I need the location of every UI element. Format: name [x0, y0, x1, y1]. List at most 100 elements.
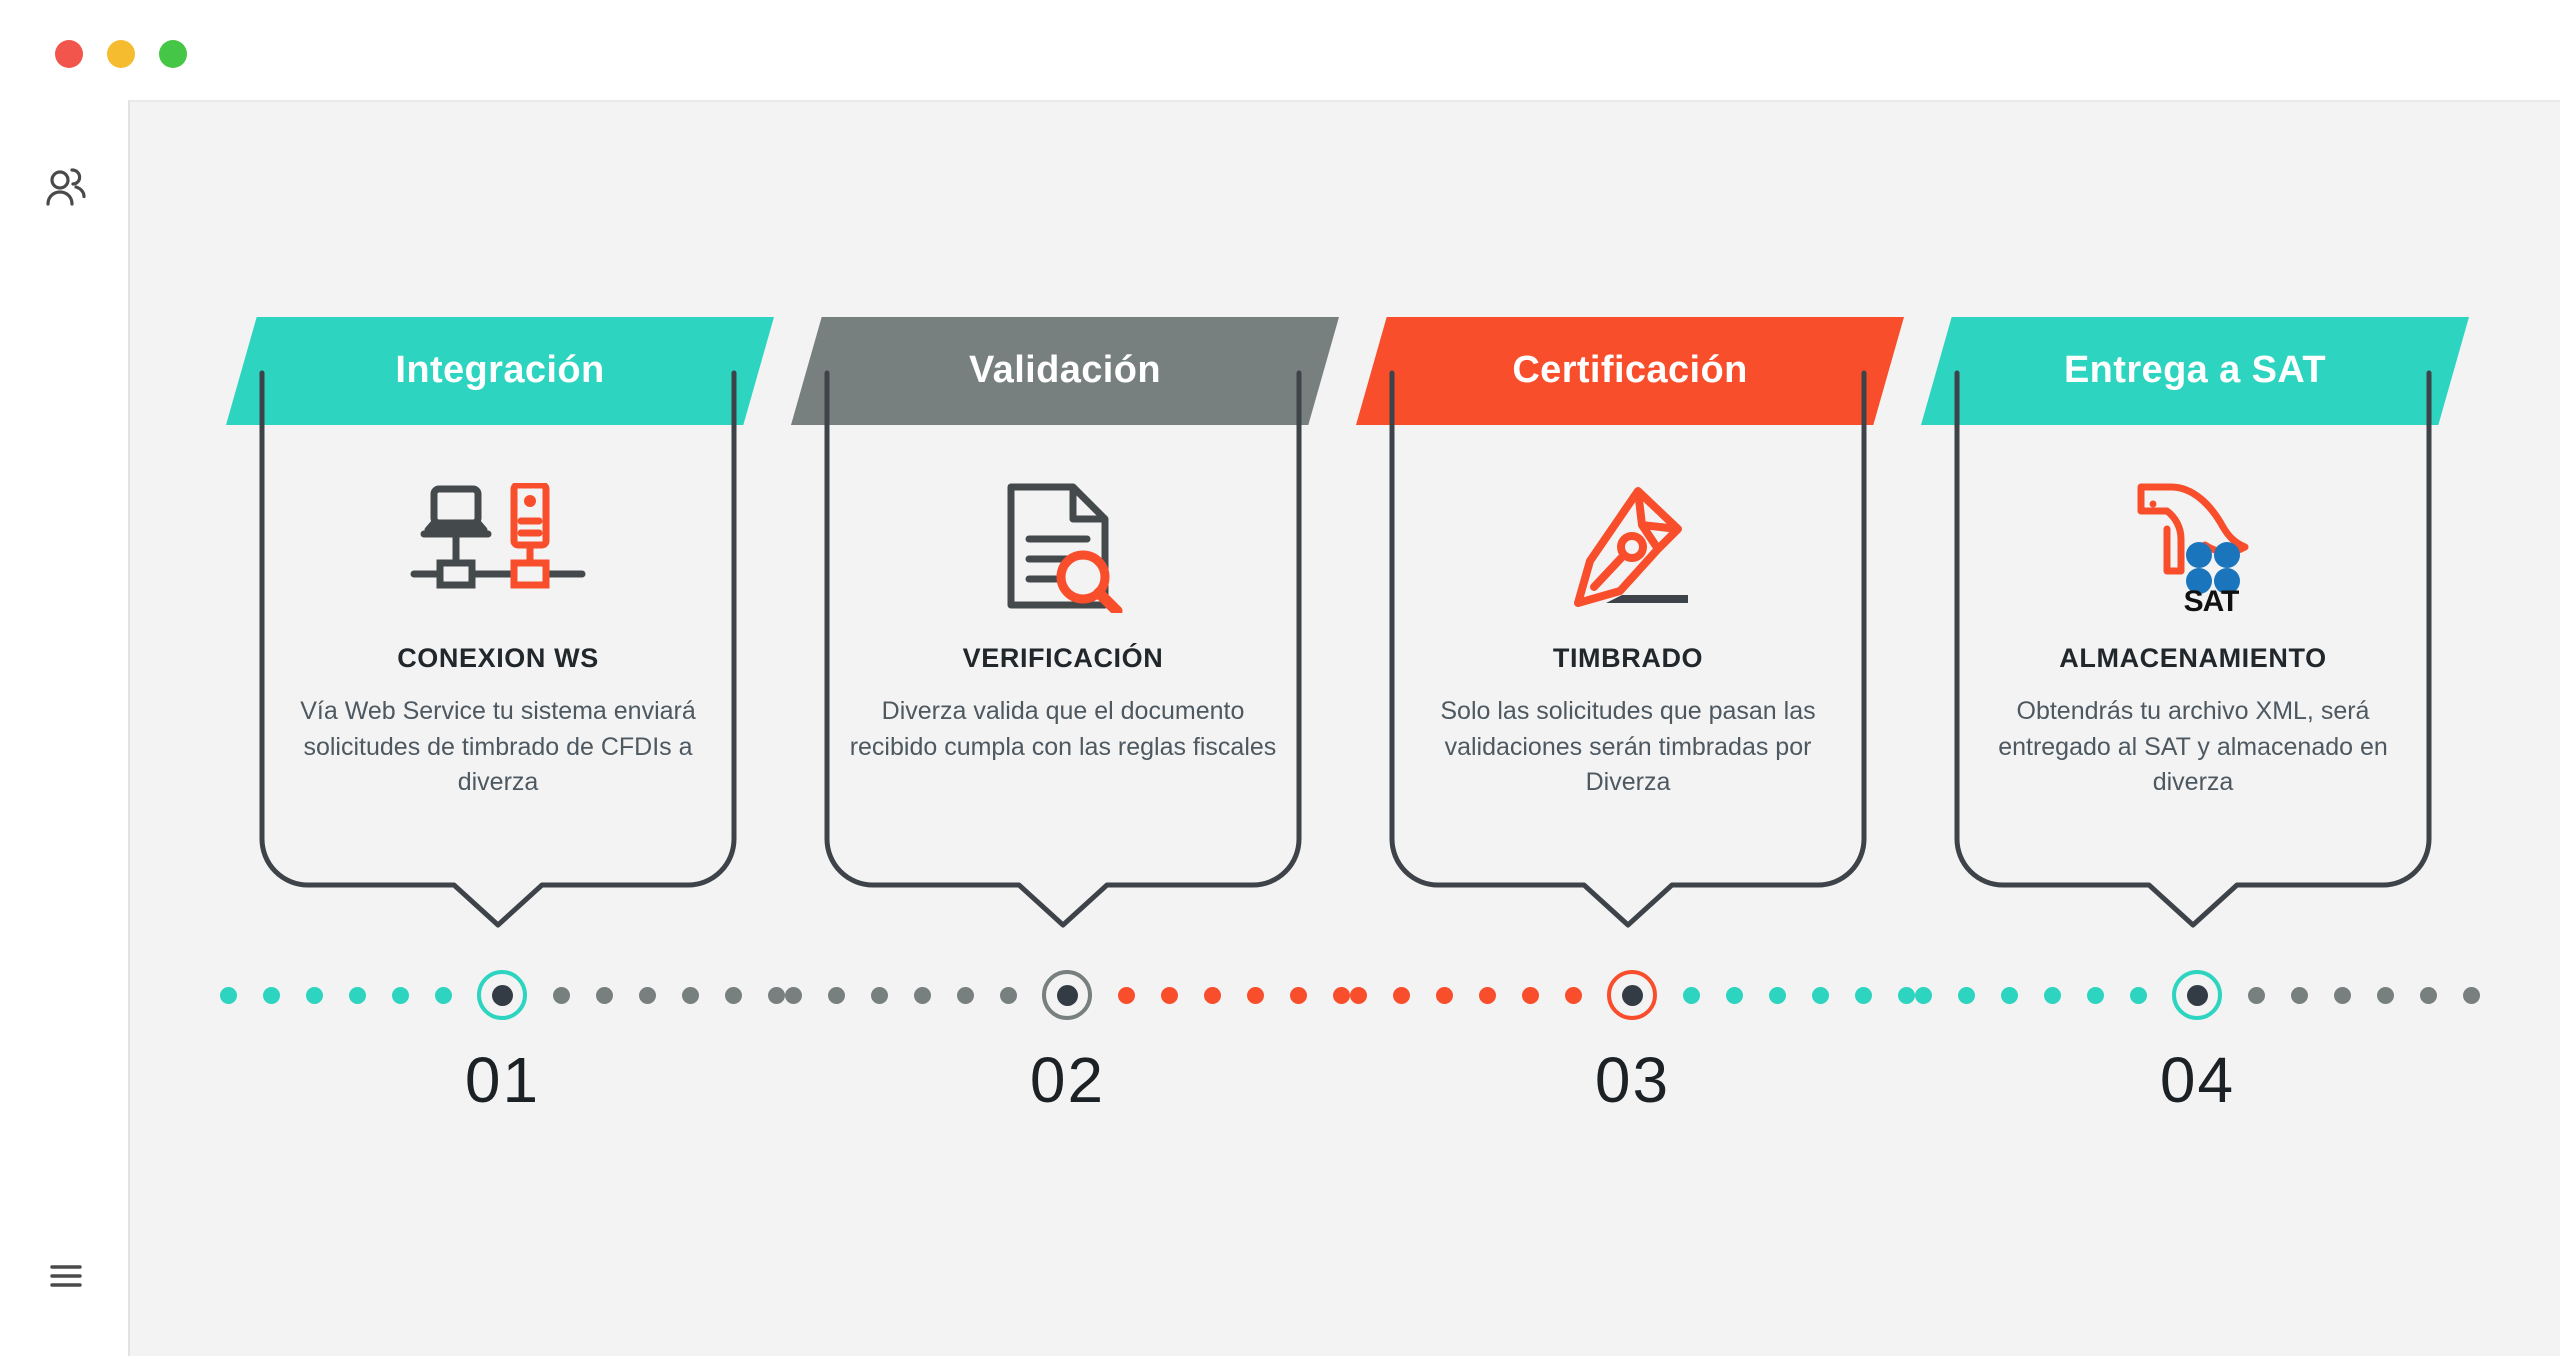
step-card-description: Obtendrás tu archivo XML, será entregado… — [1998, 697, 2388, 796]
timeline-step-numbers: 01 02 03 04 — [220, 1025, 2480, 1135]
timeline-marker-core — [1621, 984, 1643, 1006]
timeline-dot — [305, 986, 323, 1004]
step-card-title: ALMACENAMIENTO — [2059, 643, 2327, 673]
step-banner-label: Validación — [969, 348, 1161, 391]
timeline-dot — [870, 986, 888, 1004]
timeline-marker-core — [2186, 984, 2208, 1006]
step-bubble-outline-3 — [1388, 369, 1868, 929]
step-bubble-outline-4 — [1953, 369, 2433, 929]
sat-logo-icon: SAT — [1953, 477, 2433, 617]
timeline-dot — [1897, 986, 1915, 1004]
timeline-dot — [391, 986, 409, 1004]
step-banner-4: Entrega a SAT — [1921, 317, 2469, 425]
timeline-marker-3[interactable] — [1607, 970, 1658, 1020]
timeline-dot — [1915, 986, 1932, 1004]
step-card-title: VERIFICACIÓN — [962, 643, 1164, 673]
timeline-dot — [348, 986, 366, 1004]
timeline-dot — [220, 986, 237, 1004]
step-card-title: CONEXION WS — [397, 643, 599, 673]
step-card-body-3: TIMBRADO Solo las solicitudes que pasan … — [1388, 477, 1868, 801]
timeline-dot — [1564, 986, 1582, 1004]
timeline-dot — [2377, 986, 2395, 1004]
timeline-dot — [999, 986, 1017, 1004]
timeline-dot — [2043, 986, 2061, 1004]
timeline-dot — [2248, 986, 2266, 1004]
timeline-marker-4[interactable] — [2172, 970, 2223, 1020]
timeline-marker-core — [491, 984, 513, 1006]
step-bubble-outline-2 — [823, 369, 1303, 929]
traffic-lights — [55, 40, 187, 68]
step-card-description: Diverza valida que el documento recibido… — [849, 697, 1277, 761]
step-number-2: 02 — [1029, 1044, 1106, 1116]
step-card-body-1: CONEXION WS Vía Web Service tu sistema e… — [258, 477, 738, 801]
timeline-dot — [596, 986, 614, 1004]
step-banner-label: Entrega a SAT — [2063, 348, 2327, 391]
timeline-dot — [1769, 986, 1787, 1004]
timeline-dot — [1289, 986, 1307, 1004]
timeline-marker-2[interactable] — [1042, 970, 1093, 1020]
timeline-dot — [1435, 986, 1453, 1004]
minimize-window-button[interactable] — [107, 40, 135, 68]
timeline-dot — [1726, 986, 1744, 1004]
timeline-dot — [1204, 986, 1222, 1004]
timeline-segment-2 — [785, 965, 1350, 1025]
timeline-dot — [1812, 986, 1830, 1004]
step-banner-3: Certificación — [1356, 317, 1904, 425]
process-step-1[interactable]: Integración — [220, 317, 785, 957]
timeline-dot — [2419, 986, 2437, 1004]
timeline-dot — [262, 986, 280, 1004]
timeline-dot — [1350, 986, 1367, 1004]
step-number-3: 03 — [1594, 1044, 1671, 1116]
step-banner-2: Validación — [791, 317, 1339, 425]
left-sidebar — [0, 100, 128, 1356]
timeline-marker-core — [1056, 984, 1078, 1006]
close-window-button[interactable] — [55, 40, 83, 68]
svg-text:SAT: SAT — [2184, 585, 2239, 615]
timeline-dot — [1478, 986, 1496, 1004]
timeline-dot — [1247, 986, 1265, 1004]
timeline-dot — [1332, 986, 1350, 1004]
fountain-pen-nib-icon — [1388, 477, 1868, 617]
timeline-dot — [913, 986, 931, 1004]
timeline-dot — [767, 986, 785, 1004]
process-infographic: Integración — [220, 317, 2480, 1237]
timeline-dot-row — [220, 965, 2480, 1025]
timeline-segment-1 — [220, 965, 785, 1025]
timeline-dot — [2462, 986, 2480, 1004]
timeline-dot — [827, 986, 845, 1004]
timeline-dot — [553, 986, 571, 1004]
timeline-segment-4 — [1915, 965, 2480, 1025]
step-bubble-outline-1 — [258, 369, 738, 929]
timeline-dot — [2086, 986, 2104, 1004]
timeline-dot — [682, 986, 700, 1004]
timeline-dot — [434, 986, 452, 1004]
process-step-3[interactable]: Certificación — [1350, 317, 1915, 957]
process-step-4[interactable]: Entrega a SAT — [1915, 317, 2480, 957]
step-banner-label: Integración — [395, 348, 605, 391]
step-card-body-2: VERIFICACIÓN Diverza valida que el docum… — [823, 477, 1303, 765]
hamburger-menu-icon[interactable] — [40, 1250, 92, 1302]
timeline-dot — [2291, 986, 2309, 1004]
timeline-dot — [1118, 986, 1136, 1004]
step-banner-1: Integración — [226, 317, 774, 425]
step-card-body-4: SAT ALMACENAMIENTO Obtendrás tu archivo … — [1953, 477, 2433, 801]
timeline-dot — [2000, 986, 2018, 1004]
step-card-title: TIMBRADO — [1552, 643, 1704, 673]
process-steps: Integración — [220, 317, 2480, 957]
timeline-dot — [785, 986, 802, 1004]
timeline-dot — [1521, 986, 1539, 1004]
step-card-description: Solo las solicitudes que pasan las valid… — [1440, 697, 1816, 796]
timeline-dot — [1957, 986, 1975, 1004]
timeline-segment-3 — [1350, 965, 1915, 1025]
timeline-marker-1[interactable] — [477, 970, 528, 1020]
process-step-2[interactable]: Validación — [785, 317, 1350, 957]
timeline-dot — [1854, 986, 1872, 1004]
step-number-1: 01 — [464, 1044, 541, 1116]
document-magnifier-icon — [823, 477, 1303, 617]
people-icon[interactable] — [40, 160, 92, 212]
laptop-server-network-icon — [258, 477, 738, 617]
timeline-dot — [2334, 986, 2352, 1004]
maximize-window-button[interactable] — [159, 40, 187, 68]
timeline-dot — [1392, 986, 1410, 1004]
